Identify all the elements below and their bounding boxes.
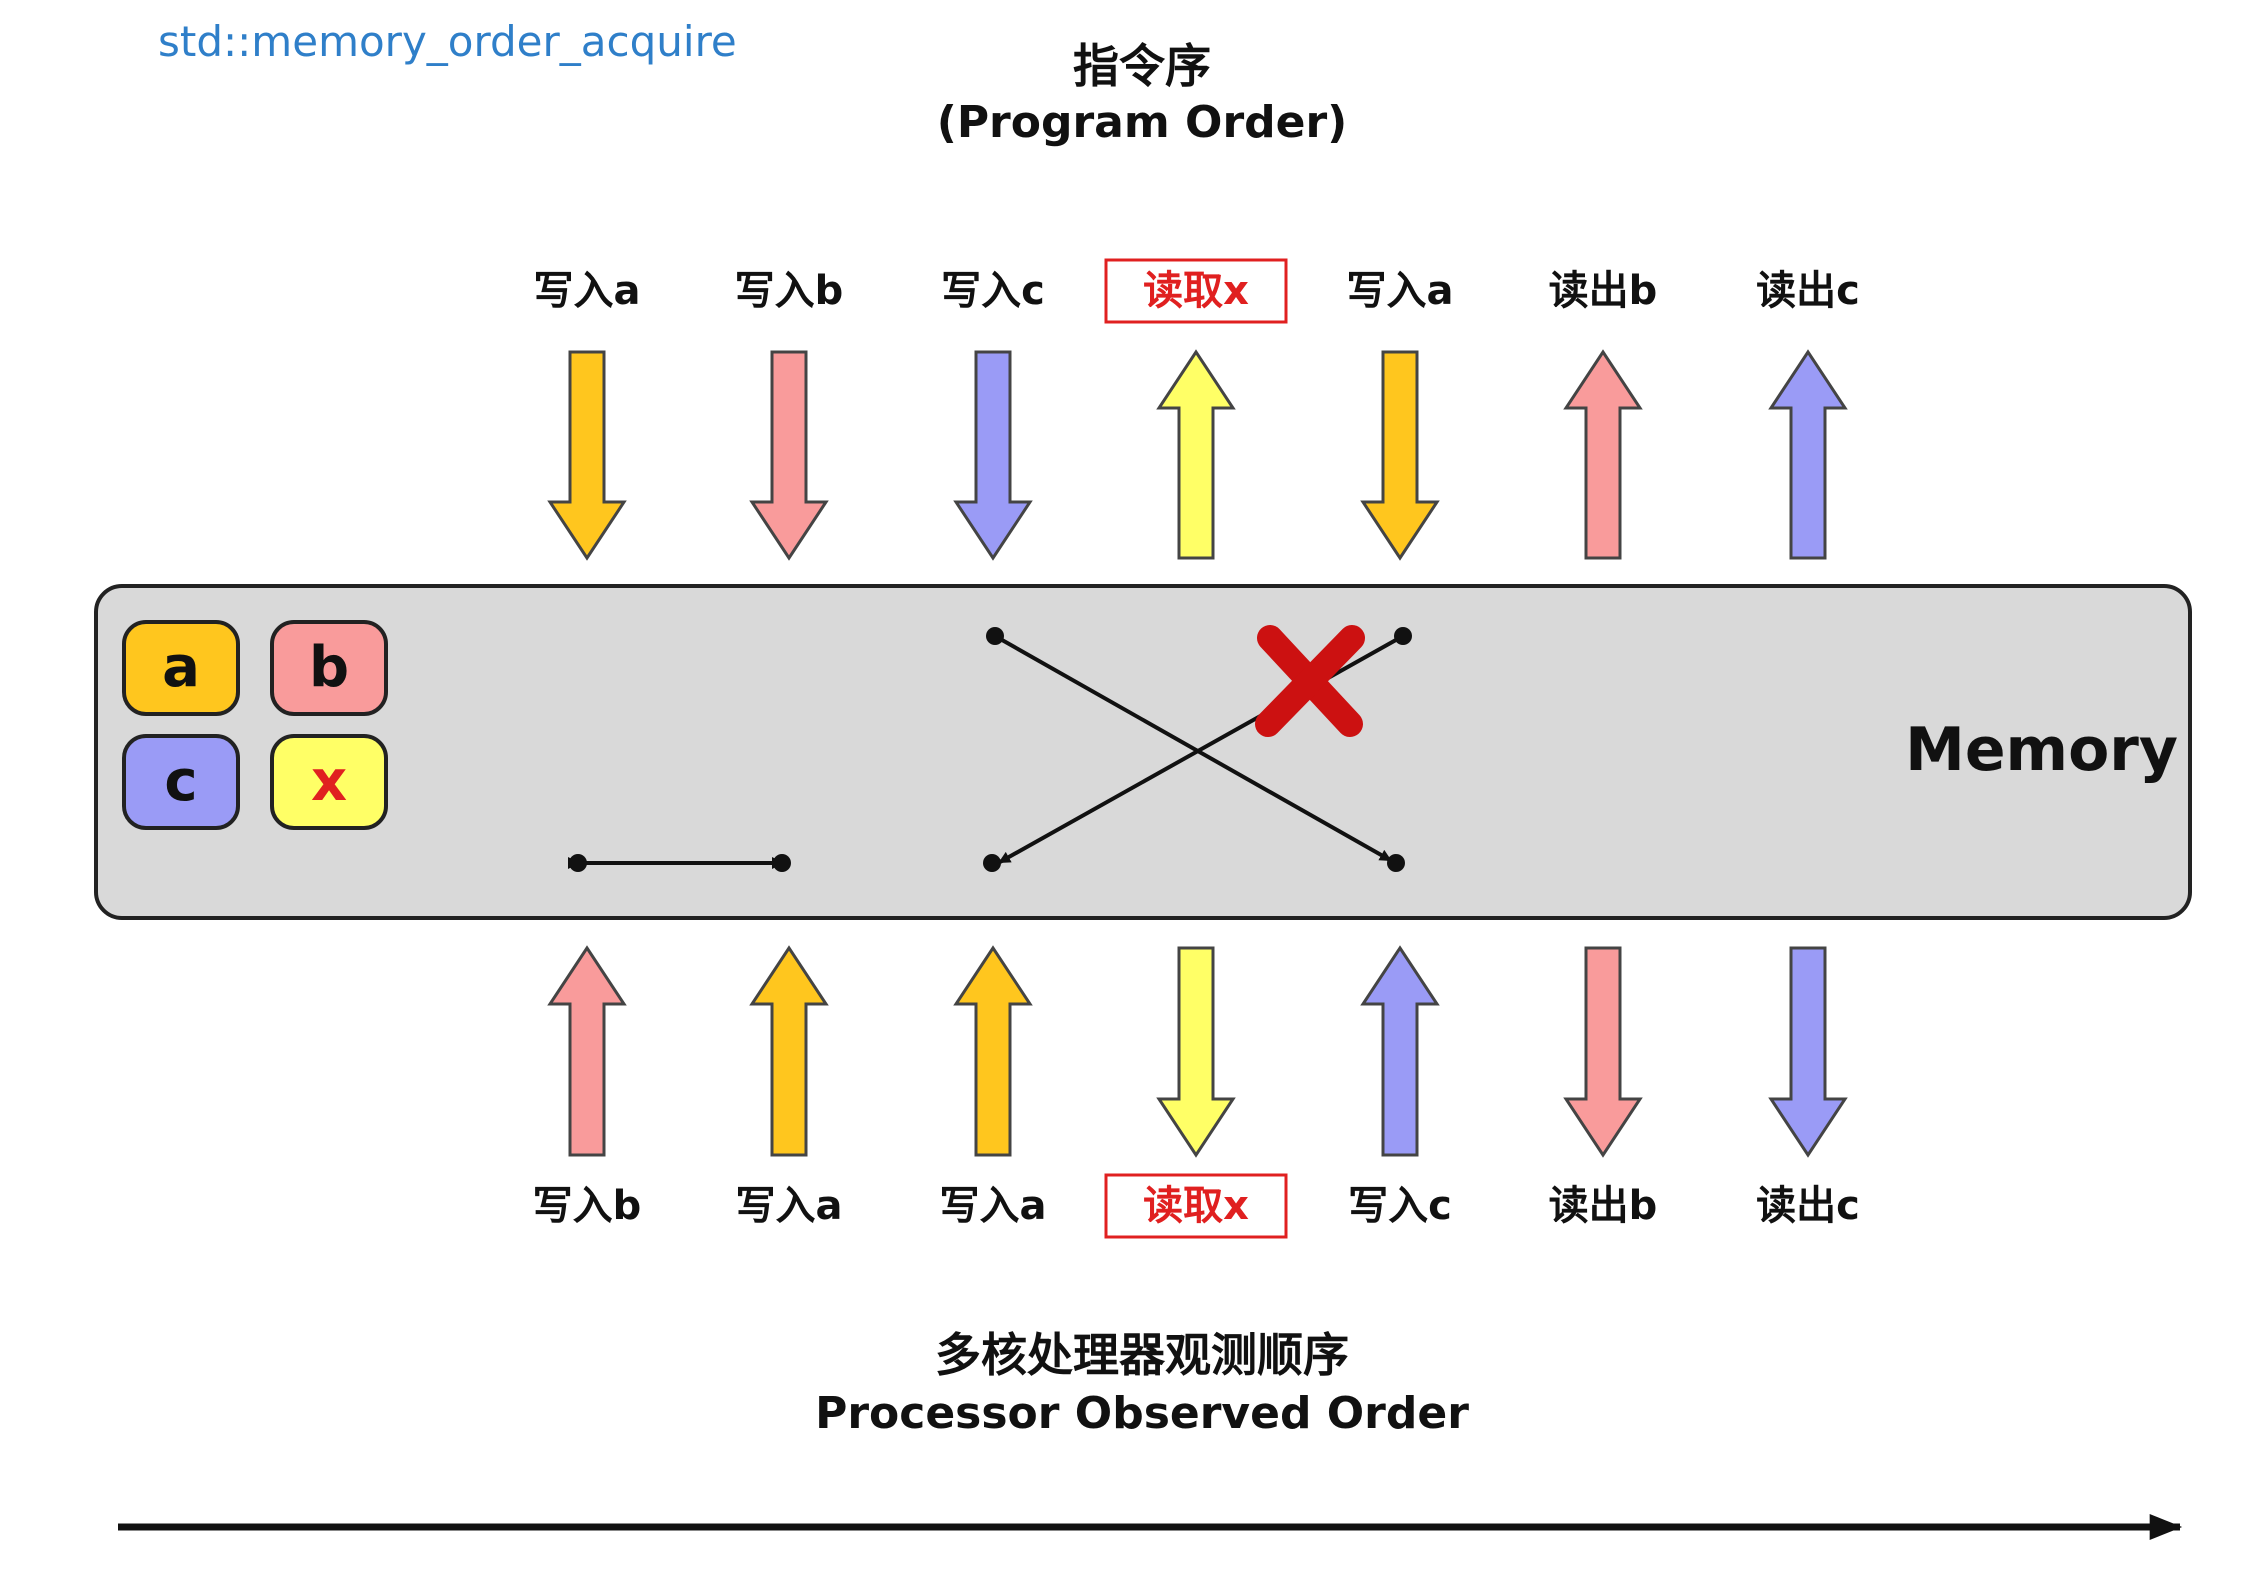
step-label: 写入c	[1348, 1183, 1452, 1229]
memory-box	[94, 584, 2192, 920]
step-label: 读出c	[1756, 1183, 1860, 1229]
crossing-arrows	[983, 627, 1412, 872]
step-label: 写入a	[534, 268, 641, 314]
program_order-step-3: 写入c	[941, 268, 1045, 561]
step-label: 写入a	[1347, 268, 1454, 314]
variable-name: a	[162, 635, 200, 700]
variable-chip-b: b	[270, 620, 388, 716]
arrow-up-icon	[1156, 349, 1236, 560]
step-label: 读取x	[1143, 268, 1249, 314]
arrow-up-icon	[1563, 349, 1643, 560]
observed-order-title-cn: 多核处理器观测顺序	[935, 1328, 1349, 1382]
observed_order-step-3: 写入a	[940, 945, 1047, 1229]
swap-arrow	[568, 854, 791, 872]
highlight-box	[1104, 258, 1288, 324]
step-label: 写入a	[736, 1183, 843, 1229]
program_order-step-6: 读出b	[1549, 268, 1658, 560]
arrow-down-icon	[1360, 350, 1440, 561]
observed_order-step-7: 读出c	[1756, 946, 1860, 1229]
variable-name: x	[311, 749, 347, 814]
program-order-arrows: 写入a 写入b 写入c 读取x 写入a 读出b 读出c	[534, 258, 1860, 561]
step-label: 写入b	[735, 268, 844, 314]
observed-order-title-en: Processor Observed Order	[815, 1388, 1469, 1439]
memory-label: Memory	[1905, 715, 2178, 785]
program-order-title-en: (Program Order)	[937, 97, 1348, 148]
arrow-up-icon	[1768, 349, 1848, 560]
program_order-step-1: 写入a	[534, 268, 641, 561]
arrow-down-icon	[1768, 946, 1848, 1158]
variable-name: c	[164, 749, 197, 814]
program_order-step-5: 写入a	[1347, 268, 1454, 561]
program-order-title-cn: 指令序	[1073, 39, 1211, 93]
reorder-arrow-forbidden	[998, 634, 1404, 864]
step-label: 读取x	[1143, 1183, 1249, 1229]
arrow-up-icon	[953, 945, 1033, 1157]
observed_order-step-6: 读出b	[1549, 946, 1658, 1229]
step-label: 读出b	[1549, 1183, 1658, 1229]
step-label: 写入c	[941, 268, 1045, 314]
step-label: 写入a	[940, 1183, 1047, 1229]
arrow-down-icon	[1563, 946, 1643, 1158]
program_order-step-7: 读出c	[1756, 268, 1860, 560]
reorder-arrow-allowed	[994, 634, 1392, 862]
step-label: 读出b	[1549, 268, 1658, 314]
program_order-step-2: 写入b	[735, 268, 844, 561]
observed-order-arrows: 写入b 写入a 写入a 读取x 写入c 读出b 读出c	[533, 945, 1860, 1239]
variable-name: b	[309, 635, 349, 700]
observed_order-step-5: 写入c	[1348, 945, 1452, 1229]
arrow-up-icon	[1360, 945, 1440, 1157]
variable-chip-x: x	[270, 734, 388, 830]
variable-chip-c: c	[122, 734, 240, 830]
forbidden-cross-icon	[1255, 625, 1365, 737]
step-label: 读出c	[1756, 268, 1860, 314]
observed_order-step-4: 读取x	[1104, 946, 1288, 1239]
observed_order-step-1: 写入b	[533, 945, 642, 1229]
step-label: 写入b	[533, 1183, 642, 1229]
arrow-down-icon	[1156, 946, 1236, 1158]
arrow-up-icon	[749, 945, 829, 1157]
observed_order-step-2: 写入a	[736, 945, 843, 1229]
arrow-up-icon	[547, 945, 627, 1157]
highlight-box	[1104, 1173, 1288, 1239]
api-label: std::memory_order_acquire	[158, 17, 737, 66]
variable-chip-a: a	[122, 620, 240, 716]
arrow-down-icon	[749, 350, 829, 561]
program_order-step-4: 读取x	[1104, 258, 1288, 560]
arrow-down-icon	[953, 350, 1033, 561]
arrow-down-icon	[547, 350, 627, 561]
